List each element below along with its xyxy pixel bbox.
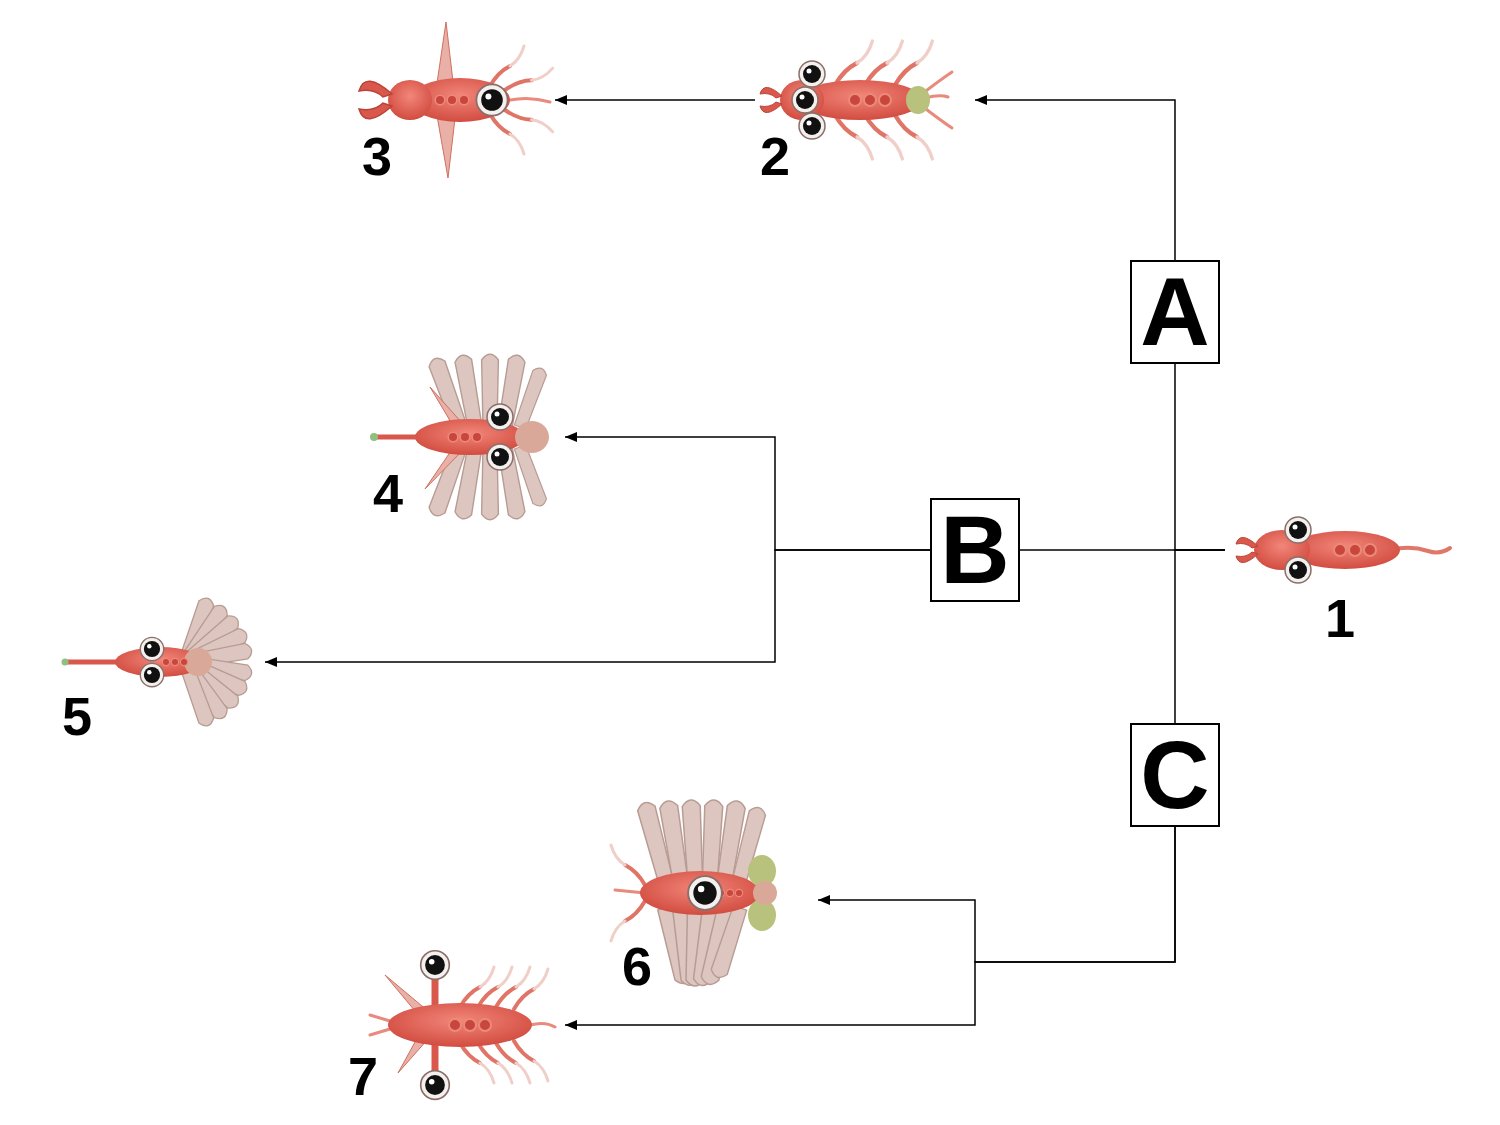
creature-part — [682, 800, 704, 879]
branch-line — [565, 827, 1175, 1025]
creature-part — [490, 46, 524, 86]
clade-letter: A — [1140, 264, 1209, 360]
clade-letter: B — [940, 502, 1009, 598]
creature-part — [487, 444, 513, 470]
creature-part — [760, 87, 782, 112]
creature-part — [478, 967, 512, 1007]
species-number: 2 — [760, 129, 790, 183]
species-node: 3 — [355, 15, 555, 185]
creature-part — [895, 115, 932, 159]
creature-part — [510, 98, 550, 102]
creature-part — [906, 86, 930, 114]
branch-line — [1175, 364, 1225, 550]
creature-part — [460, 967, 494, 1007]
species-number: 5 — [62, 689, 92, 743]
creature-part — [710, 905, 748, 979]
clade-box: A — [1130, 260, 1219, 364]
creature-part — [421, 1071, 450, 1100]
creature-part — [140, 637, 163, 660]
creature-part — [454, 446, 483, 521]
creature-part — [1285, 517, 1311, 543]
branch-line — [565, 437, 930, 550]
species-number: 6 — [622, 939, 652, 993]
creature-part — [753, 881, 777, 905]
creature-part — [1334, 544, 1376, 556]
branch-line — [1175, 550, 1225, 723]
creature-part — [421, 951, 450, 980]
species-node: 2 — [755, 25, 975, 185]
creature-part — [849, 94, 891, 106]
creature-part — [611, 901, 645, 941]
creature — [370, 354, 549, 520]
branch-line — [818, 827, 1175, 962]
species-number: 3 — [362, 129, 392, 183]
creature — [1236, 517, 1450, 583]
creature-part — [460, 1043, 494, 1083]
species-node: 6 — [618, 800, 818, 995]
species-node: 1 — [1225, 505, 1455, 645]
species-node: 7 — [345, 940, 565, 1105]
creature-part — [640, 871, 760, 915]
clade-box: B — [930, 498, 1019, 602]
creature-part — [476, 84, 507, 115]
creature-part — [67, 660, 120, 665]
species-node: 4 — [365, 345, 565, 525]
creature-part — [140, 663, 163, 686]
creature-part — [478, 1043, 512, 1083]
creature-part — [490, 114, 524, 154]
species-number: 1 — [1325, 591, 1355, 645]
creature-part — [515, 421, 549, 453]
creature-part — [370, 433, 378, 441]
creature-part — [514, 969, 548, 1009]
creature-part — [448, 432, 482, 442]
creature-part — [1285, 557, 1311, 583]
creature-part — [505, 96, 553, 147]
species-number: 7 — [348, 1049, 378, 1103]
creature-part — [162, 658, 187, 665]
creature-part — [496, 1043, 530, 1083]
creature-part — [799, 61, 825, 87]
species-number: 4 — [373, 466, 403, 520]
creature — [370, 951, 555, 1100]
clade-letter: C — [1140, 727, 1209, 823]
species-node: 5 — [55, 585, 265, 745]
branch-line — [555, 99, 755, 101]
creature-part — [454, 354, 483, 429]
creature-part — [62, 659, 69, 666]
creature-part — [359, 81, 392, 119]
creature-part — [487, 404, 513, 430]
creature-part — [513, 366, 548, 430]
branch-line — [975, 100, 1175, 260]
creature-part — [388, 1003, 532, 1047]
creature-part — [388, 80, 432, 120]
creature-part — [792, 87, 818, 113]
branch-line — [265, 550, 930, 662]
creature-part — [895, 41, 932, 85]
creature-part — [435, 95, 469, 105]
creature-part — [514, 1041, 548, 1081]
clade-box: C — [1130, 723, 1219, 827]
creature-part — [496, 967, 530, 1007]
creature-part — [449, 1019, 491, 1031]
creature-part — [513, 445, 548, 509]
creature-part — [1236, 537, 1258, 562]
creature-part — [505, 54, 553, 105]
creature-part — [799, 113, 825, 139]
creature-part — [611, 845, 645, 885]
creature-part — [688, 876, 722, 910]
